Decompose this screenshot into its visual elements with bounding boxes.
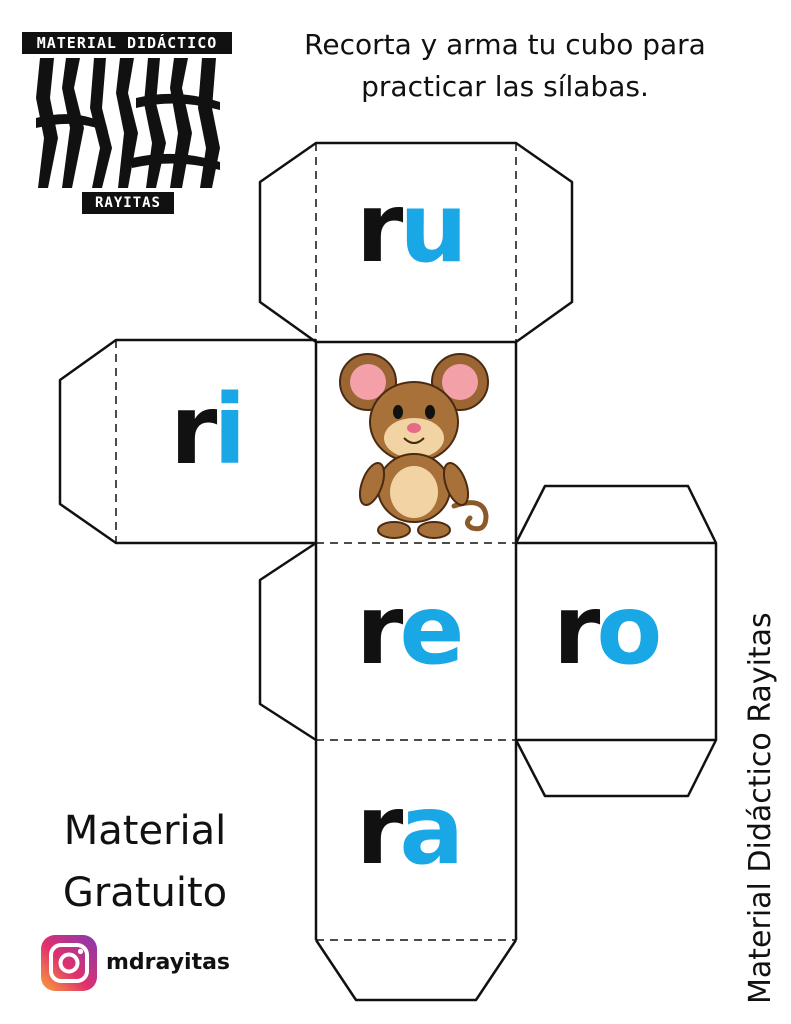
free-line-1: Material: [63, 808, 227, 854]
syllable-ra: ra: [356, 774, 464, 886]
side-watermark: Material Didáctico Rayitas: [743, 612, 778, 1004]
free-material-label: Material Gratuito: [50, 800, 240, 924]
mouse-illustration: [339, 353, 489, 539]
syllable-re: re: [356, 574, 464, 686]
syllable-ri: ri: [170, 374, 246, 486]
instruction-line-1: Recorta y arma tu cubo para: [304, 28, 706, 61]
instagram-handle: mdrayitas: [106, 950, 231, 975]
lower-left-flap: [258, 541, 317, 742]
instagram-icon: [41, 935, 97, 991]
syllable-ru: ru: [356, 172, 468, 284]
bottom-flap: [314, 939, 518, 1002]
zebra-stripes-icon: [36, 58, 220, 188]
brand-logo: MATERIAL DIDÁCTICO RAYITAS: [22, 28, 232, 218]
instruction-text: Recorta y arma tu cubo para practicar la…: [270, 24, 740, 108]
free-line-2: Gratuito: [62, 870, 228, 916]
syllable-ro: ro: [553, 574, 662, 686]
logo-bottom-text: RAYITAS: [82, 192, 174, 214]
left-flap: [58, 338, 316, 545]
instruction-line-2: practicar las sílabas.: [361, 70, 649, 103]
logo-top-text: MATERIAL DIDÁCTICO: [22, 32, 232, 54]
